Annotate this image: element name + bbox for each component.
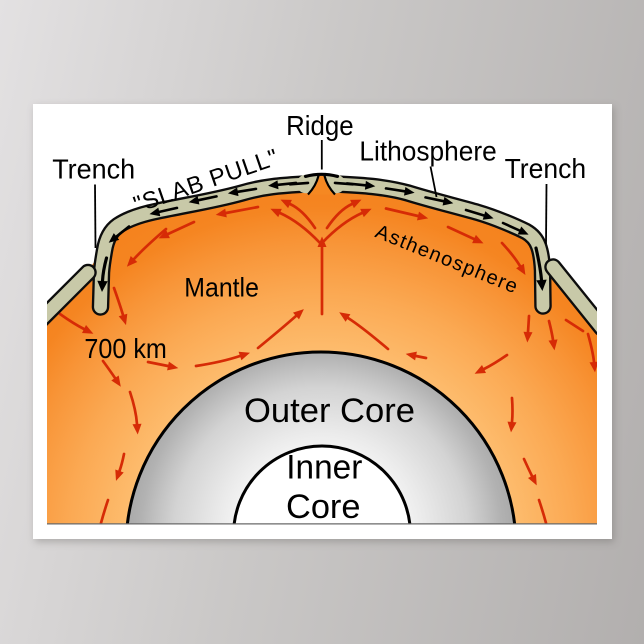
svg-text:Inner: Inner bbox=[286, 449, 362, 487]
svg-text:Outer Core: Outer Core bbox=[244, 392, 415, 430]
svg-text:Core: Core bbox=[286, 488, 361, 526]
svg-text:Lithosphere: Lithosphere bbox=[359, 135, 496, 166]
svg-text:Trench: Trench bbox=[505, 153, 586, 184]
svg-text:Mantle: Mantle bbox=[184, 272, 259, 302]
svg-text:Trench: Trench bbox=[52, 154, 135, 185]
svg-text:Ridge: Ridge bbox=[286, 110, 354, 141]
svg-text:700 km: 700 km bbox=[84, 333, 166, 364]
